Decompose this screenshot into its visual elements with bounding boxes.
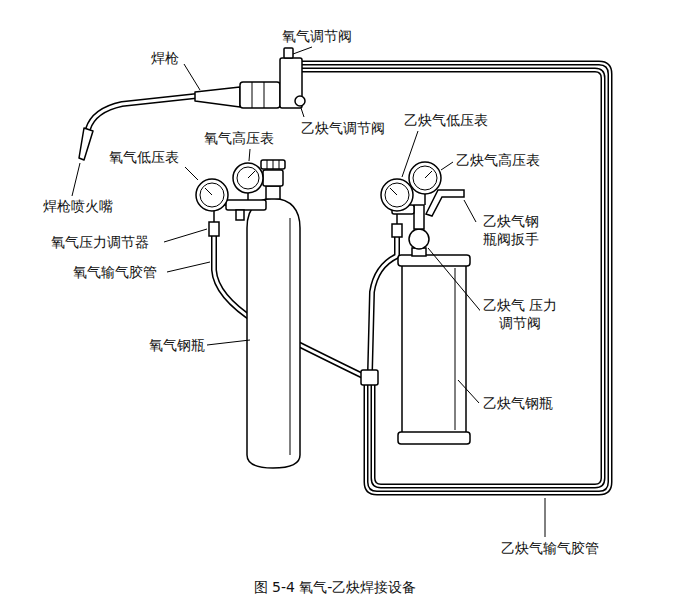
figure-caption: 图 5-4 氧气-乙炔焊接设备 — [254, 578, 417, 596]
acetylene-hose — [370, 237, 397, 372]
oxygen-regulator — [247, 193, 249, 200]
cylinder-wrench — [426, 190, 464, 216]
oxygen-regulator — [213, 211, 215, 222]
leader-lines — [72, 163, 80, 196]
welding-torch — [252, 82, 253, 108]
part-label: 焊枪 — [150, 49, 180, 67]
welding-torch — [295, 96, 305, 106]
leader-lines — [164, 229, 207, 242]
acetylene-regulator — [396, 214, 398, 224]
acetylene-regulator — [390, 188, 397, 195]
oxygen-cylinder — [266, 186, 280, 199]
oxygen-regulator — [196, 179, 228, 211]
leader-lines — [185, 167, 198, 180]
part-label: 乙炔气输气胶管 — [500, 539, 600, 557]
oxygen-cylinder — [290, 218, 291, 455]
welding-torch — [240, 82, 280, 108]
acetylene-regulator — [392, 224, 402, 237]
part-label: 氧气钢瓶 — [148, 336, 206, 354]
acetylene-hose — [370, 237, 397, 372]
oxygen-regulator — [205, 188, 212, 195]
acetylene-regulator — [425, 171, 432, 178]
oxygen-cylinder — [263, 170, 283, 186]
hose-clip — [361, 370, 378, 385]
part-label: 氧气调节阀 — [281, 27, 353, 45]
acetylene-cylinder — [402, 265, 466, 433]
leader-lines — [72, 47, 545, 537]
part-label: 氧气低压表 — [108, 148, 180, 166]
acetylene-cylinder — [455, 268, 456, 430]
welding-torch — [284, 48, 293, 58]
welding-torch — [79, 48, 305, 160]
acetylene-regulator — [424, 194, 426, 205]
leader-lines — [441, 162, 453, 170]
oxygen-regulator — [248, 171, 255, 178]
leader-lines — [464, 200, 476, 222]
leader-lines — [545, 498, 546, 537]
part-label: 氧气高压表 — [203, 129, 275, 147]
acetylene-cylinder — [398, 205, 470, 444]
oxygen-regulator — [196, 163, 266, 236]
acetylene-regulator — [381, 179, 413, 211]
oxygen-cylinder — [267, 160, 268, 169]
oxygen-cylinder — [279, 160, 280, 169]
acetylene-regulator — [409, 162, 441, 194]
acetylene-cylinder — [398, 432, 470, 444]
oxygen-cylinder — [247, 198, 300, 468]
part-label: 乙炔气调节阀 — [300, 119, 386, 137]
oxygen-regulator — [233, 163, 263, 193]
hose-clip — [361, 370, 378, 385]
part-label: 乙炔气钢瓶 — [482, 394, 554, 412]
acetylene-cylinder — [414, 205, 424, 229]
welding-torch — [88, 96, 196, 129]
part-label: 焊枪喷火嘴 — [42, 197, 114, 215]
acetylene-hose — [370, 237, 397, 372]
leader-lines — [167, 262, 210, 272]
oxygen-regulator — [236, 210, 244, 220]
part-label: 乙炔气低压表 — [403, 111, 489, 129]
cylinder-wrench — [426, 190, 464, 216]
welding-torch — [79, 128, 93, 160]
acetylene-regulator — [381, 162, 441, 237]
oxygen-cylinder — [261, 160, 285, 169]
part-label: 氧气压力调节器 — [50, 233, 150, 251]
oxygen-regulator — [237, 167, 259, 189]
oxygen-regulator — [226, 200, 266, 210]
part-label: 乙炔气高压表 — [455, 151, 541, 169]
welding-torch — [88, 96, 196, 129]
oxygen-cylinder — [273, 160, 274, 169]
leader-lines — [458, 380, 479, 403]
welding-torch — [195, 87, 240, 107]
leader-lines — [249, 149, 250, 161]
oxygen-regulator — [209, 222, 219, 236]
acetylene-regulator — [385, 183, 409, 207]
leader-lines — [428, 248, 483, 314]
oxygen-regulator — [200, 183, 224, 207]
part-label: 氧气输气胶管 — [72, 263, 158, 281]
part-label: 乙炔气 压力调节阀 — [480, 296, 560, 332]
part-label: 乙炔气钢 瓶阀扳手 — [478, 212, 544, 248]
leader-lines — [301, 108, 304, 117]
leader-lines — [402, 131, 418, 177]
acetylene-cylinder — [409, 229, 429, 249]
leader-lines — [184, 64, 200, 90]
acetylene-cylinder — [398, 255, 470, 266]
acetylene-regulator — [413, 166, 437, 190]
welding-torch — [264, 82, 265, 108]
leader-lines — [293, 47, 312, 54]
leader-lines — [207, 340, 250, 345]
